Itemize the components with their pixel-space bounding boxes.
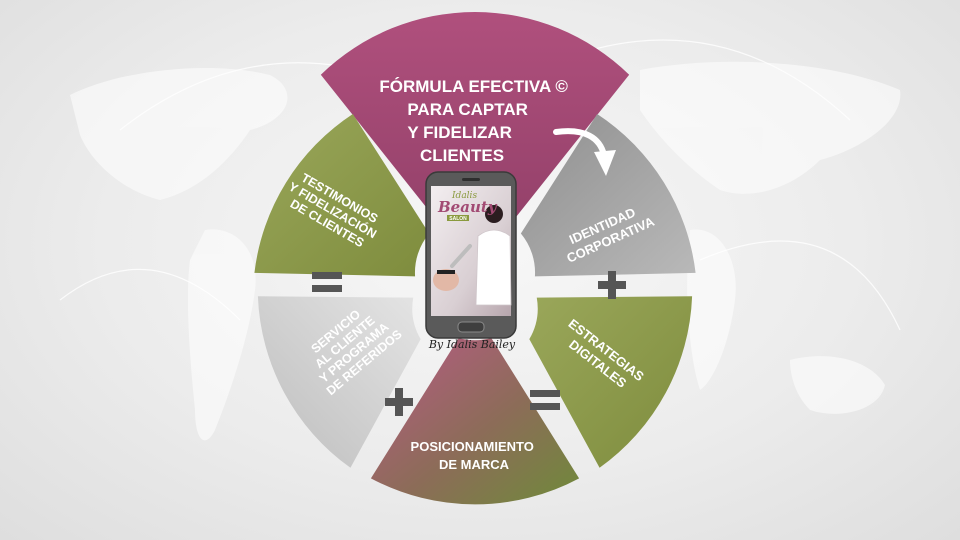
client-face-icon	[433, 269, 459, 291]
goggles-icon	[437, 270, 455, 274]
segment-posicionamiento	[370, 337, 580, 505]
segment-top-formula	[320, 12, 630, 224]
label-top-line: PARA CAPTAR	[407, 100, 528, 119]
segments-ring	[254, 12, 696, 505]
segment-testimonios	[254, 114, 430, 277]
brand-word: Beauty	[437, 198, 498, 216]
phone-mockup: Idalis Beauty SALON	[425, 171, 517, 339]
world-map-background	[70, 61, 901, 441]
device-icon	[450, 244, 472, 268]
segment-servicio	[257, 296, 421, 468]
curved-arrow-icon	[553, 128, 616, 176]
label-top-line: Y FIDELIZAR	[407, 123, 512, 142]
person-coat-icon	[475, 229, 512, 306]
label-posicionamiento-line: DE MARCA	[439, 457, 510, 472]
label-posicionamiento-line: POSICIONAMIENTO	[411, 439, 534, 454]
phone-home-button	[457, 321, 485, 333]
brand-script: Idalis	[451, 191, 477, 201]
person-head-icon	[485, 205, 503, 223]
label-posicionamiento: POSICIONAMIENTO DE MARCA	[411, 439, 538, 472]
phone-caption: By Idalis Bailey	[428, 338, 516, 351]
equals-icon	[312, 272, 342, 292]
label-top-line: CLIENTES	[420, 146, 504, 165]
segment-identidad	[520, 114, 696, 277]
segment-estrategias	[529, 296, 693, 468]
equals-icon	[530, 390, 560, 410]
brand-tag: SALON	[449, 216, 467, 222]
label-top-line: FÓRMULA EFECTIVA ©	[379, 77, 568, 96]
plus-icon	[598, 271, 626, 299]
phone-speaker	[462, 178, 480, 181]
label-top-formula: FÓRMULA EFECTIVA © PARA CAPTAR Y FIDELIZ…	[379, 77, 572, 165]
brand-tag-bg	[447, 215, 469, 221]
plus-icon	[385, 388, 413, 416]
